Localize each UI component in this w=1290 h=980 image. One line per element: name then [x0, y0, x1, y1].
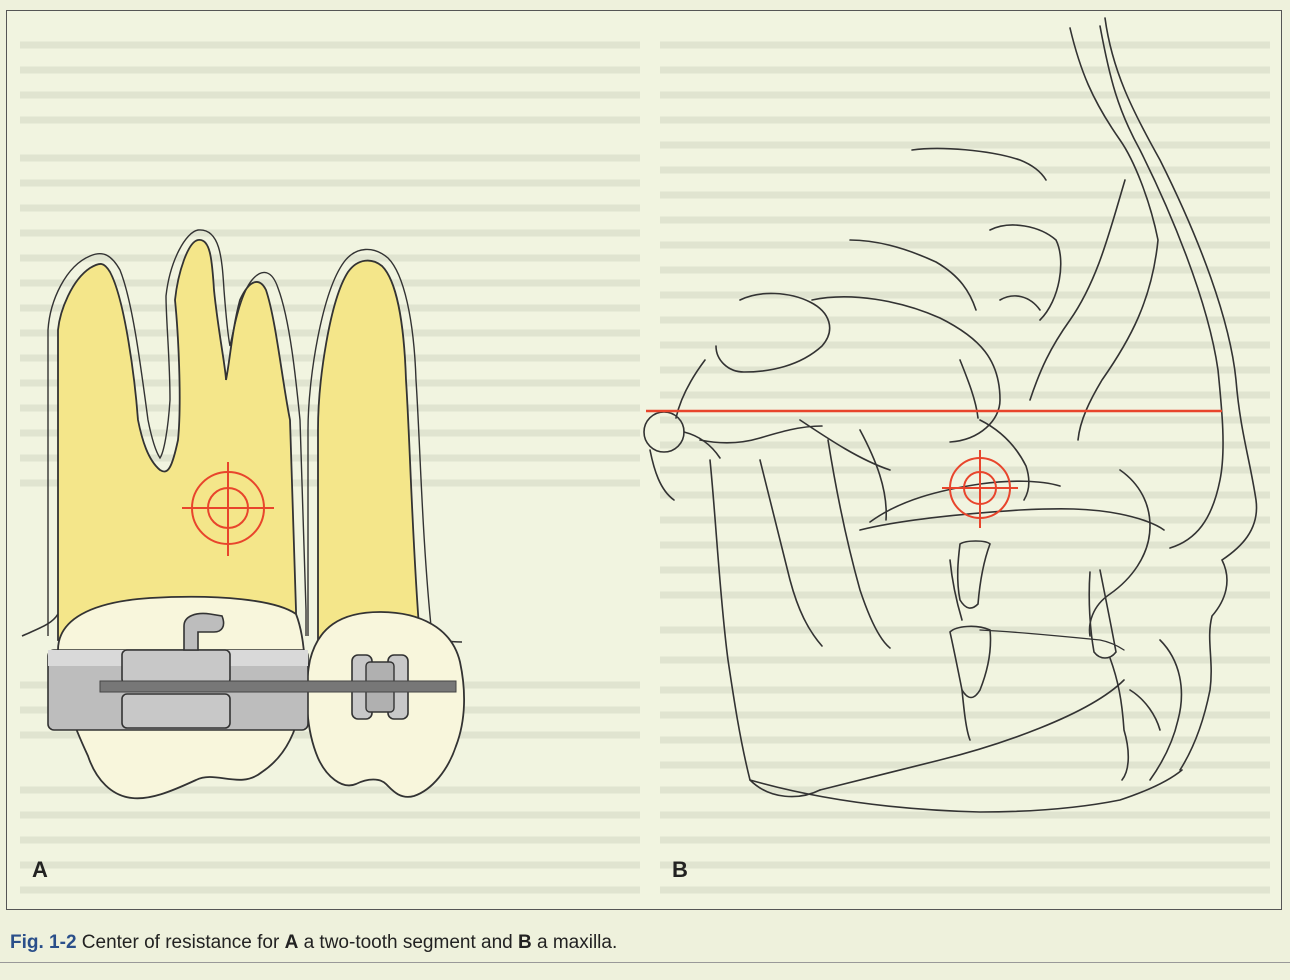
panel-b-label: B	[672, 857, 688, 882]
maxilla-anterior	[1088, 469, 1151, 637]
bottom-rule	[0, 962, 1290, 963]
gum-line-left	[21, 613, 59, 637]
molar-tube-lower	[121, 693, 231, 729]
caption-bold-a: A	[284, 932, 299, 953]
zygoma	[979, 419, 1030, 501]
molar-hook	[183, 612, 225, 651]
nasal-bone	[1069, 27, 1159, 441]
caption-text-3: a maxilla.	[531, 932, 618, 953]
chin	[1149, 639, 1183, 781]
panel-a-illustration	[21, 229, 465, 800]
upper-molar	[956, 540, 991, 609]
caption-text-2: a two-tooth segment and	[298, 932, 518, 953]
ear-rod	[643, 411, 685, 453]
target-crosshair-icon	[942, 450, 1018, 528]
condyle	[699, 425, 823, 444]
figure-caption: Fig. 1-2 Center of resistance for A a tw…	[10, 932, 617, 954]
archwire	[99, 680, 457, 693]
lower-molar	[949, 625, 992, 699]
ramus	[709, 459, 821, 798]
mandible-inner	[819, 679, 1125, 791]
cranial-base	[715, 292, 831, 373]
mandible-border	[749, 769, 1183, 813]
skin-profile-inner	[1099, 25, 1224, 549]
soft-tissue-profile	[1104, 17, 1258, 771]
lower-incisor	[1109, 657, 1130, 781]
caption-figure-number: Fig. 1-2	[10, 932, 82, 953]
panel-a-label: A	[32, 857, 48, 882]
orbit	[989, 224, 1062, 321]
target-crosshair-icon	[182, 462, 274, 556]
occlusal-plane	[979, 629, 1125, 651]
caption-text-1: Center of resistance for	[81, 932, 285, 953]
palatal-plane	[859, 508, 1165, 531]
premolar-root	[317, 259, 421, 641]
panel-b-illustration	[643, 17, 1258, 813]
upper-incisor	[1088, 569, 1117, 659]
caption-bold-b: B	[517, 932, 532, 953]
